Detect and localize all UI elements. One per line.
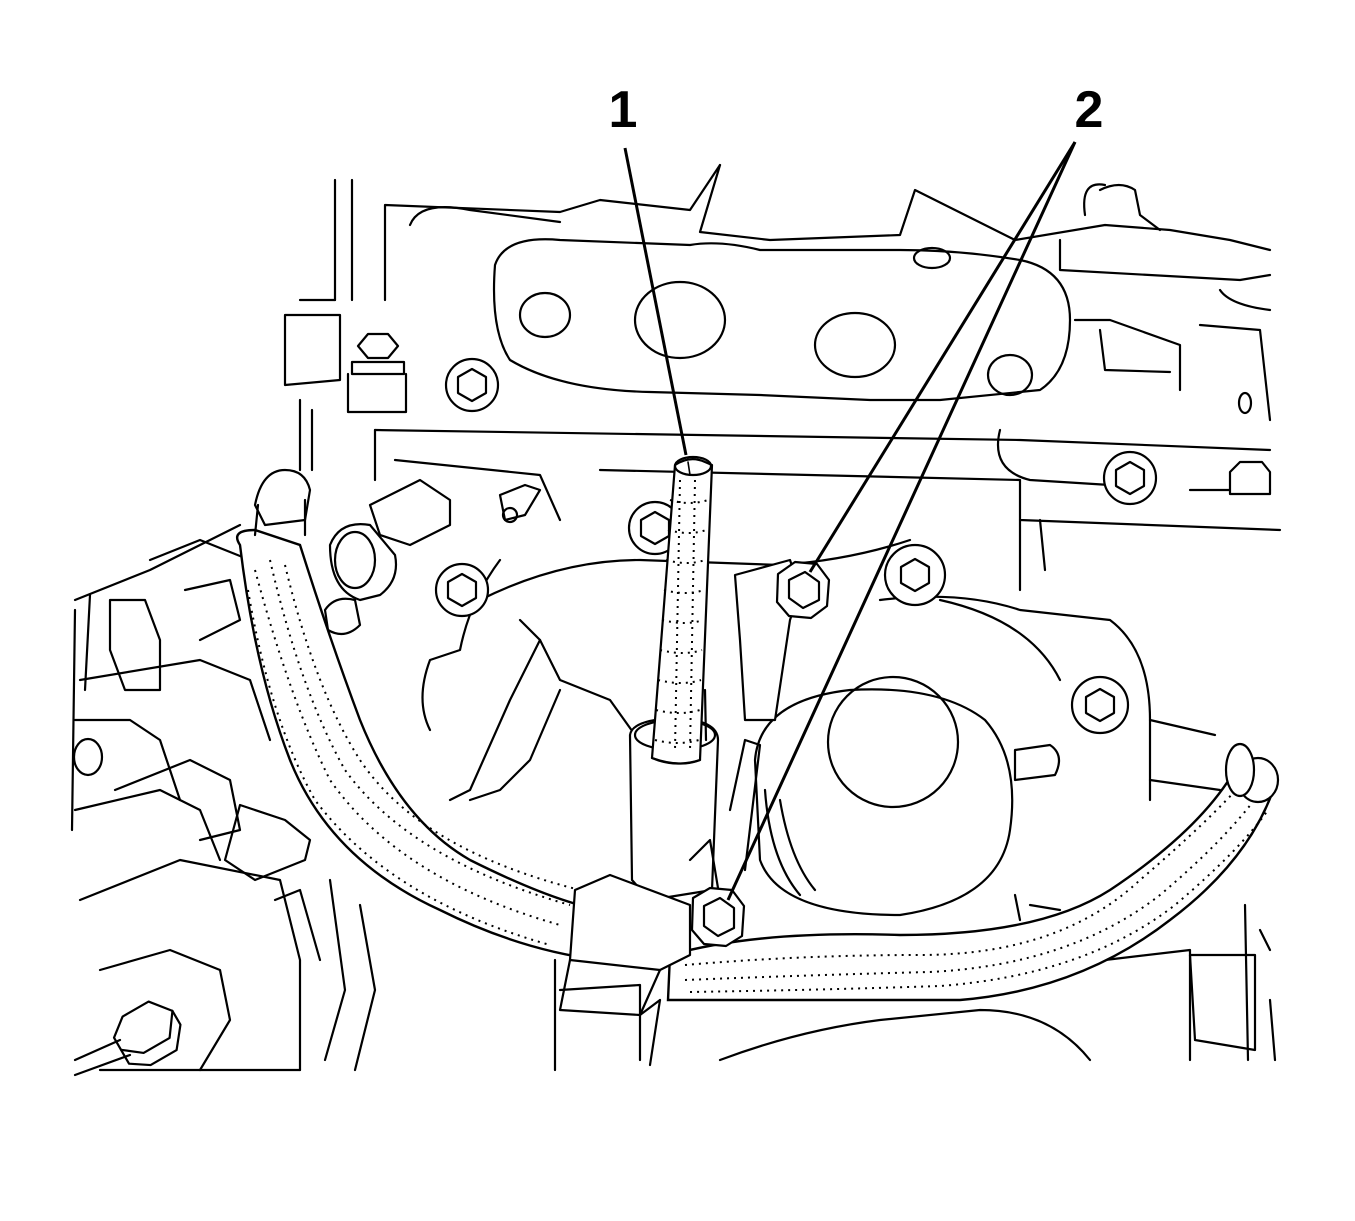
lower-bracket-bolt <box>690 886 746 948</box>
leader-lines <box>623 141 1077 901</box>
leader-line-2b <box>726 141 1077 901</box>
dipstick-tube <box>650 455 714 765</box>
bracket-bolts <box>690 560 831 948</box>
right-hose <box>666 742 1280 1002</box>
lower-housing <box>553 893 1277 1072</box>
left-components <box>70 523 377 1077</box>
callout-1: 1 <box>609 81 638 139</box>
left-hose <box>235 468 602 962</box>
oil-filter-housing <box>421 500 1222 917</box>
leader-line-2a <box>808 141 1077 573</box>
cylinder-head <box>283 163 1282 532</box>
sensor-connector <box>323 478 542 636</box>
callout-2: 2 <box>1075 81 1104 139</box>
hose-clip <box>558 873 692 1017</box>
head-bolts <box>346 332 1272 506</box>
upper-bracket-bolt <box>775 560 831 620</box>
leader-line-1 <box>623 147 688 456</box>
